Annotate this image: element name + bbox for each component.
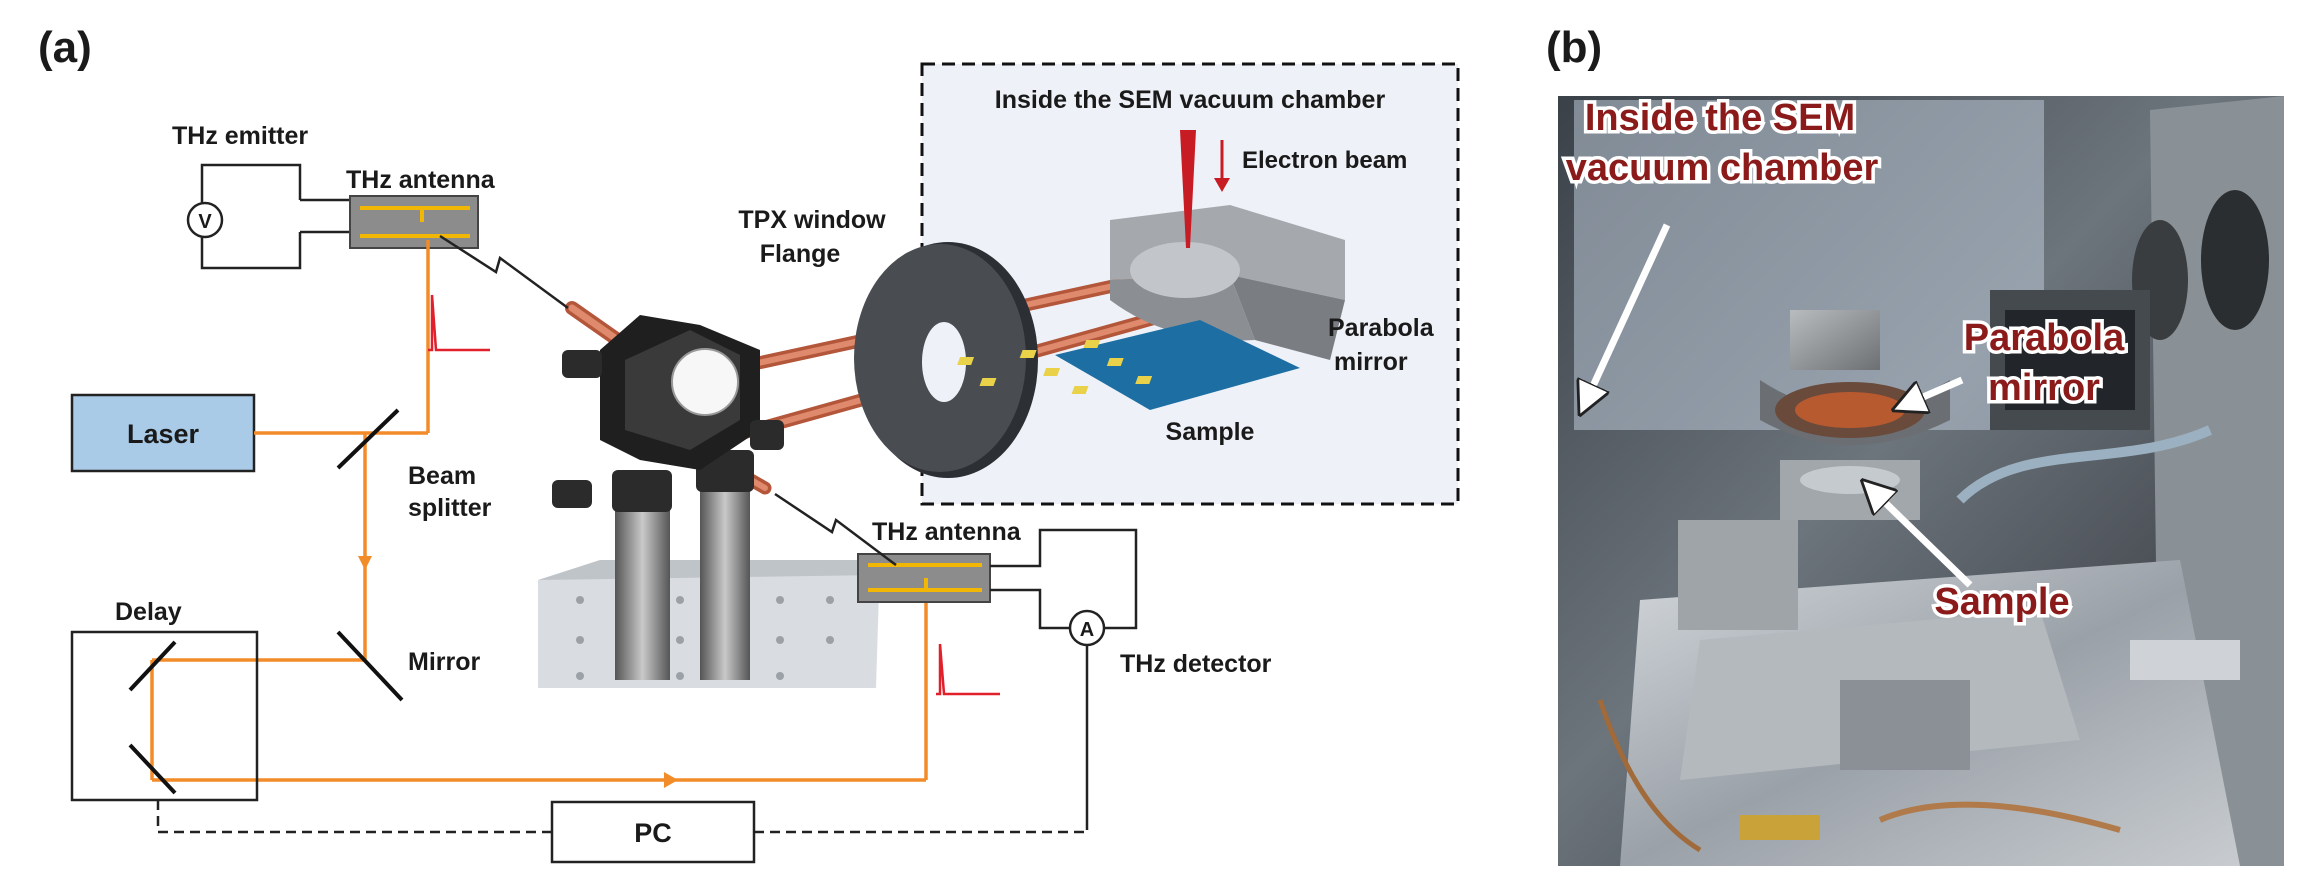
- laser-box: [70, 393, 256, 473]
- delay-box: [70, 630, 259, 802]
- tpx-window-label: TPX window: [738, 206, 886, 234]
- ammeter-label: A: [1080, 619, 1094, 641]
- thz-emitter-label: THz emitter: [172, 122, 308, 150]
- sem-chamber-photo: [1558, 96, 2284, 866]
- parabola-label-1: Parabola: [1328, 314, 1435, 342]
- thz-pulse-bottom: [936, 643, 1000, 696]
- sample-label: Sample: [1166, 418, 1255, 446]
- panel-b-letter: (b): [1546, 23, 1602, 72]
- flange-label: Flange: [760, 240, 841, 268]
- delay-mirror-top: [128, 640, 177, 692]
- photo-parabola-label-2: mirror: [1988, 367, 2100, 409]
- optical-paths: [150, 240, 928, 782]
- path-arrow-down: [358, 556, 372, 570]
- thz-antenna-bottom: [857, 553, 991, 603]
- thz-antenna-top-label: THz antenna: [346, 166, 496, 194]
- detector-circuit: [990, 528, 1138, 830]
- laser-label: Laser: [127, 419, 200, 449]
- voltmeter-label: V: [198, 211, 212, 233]
- electron-beam: [1180, 130, 1230, 248]
- voltmeter-symbol: [186, 201, 224, 239]
- beam-splitter-label-1: Beam: [408, 462, 476, 490]
- panel-a: (a) Inside the SEM vacuum chamber: [38, 23, 1460, 864]
- thz-emitter-circuit: [200, 163, 350, 270]
- delay-label: Delay: [115, 598, 182, 626]
- parabola-mirror-block: [1110, 205, 1345, 360]
- photo-parabola-label-1: Parabola: [1964, 317, 2125, 359]
- beam-splitter-label-2: splitter: [408, 494, 492, 522]
- photo-inside-label-2: vacuum chamber: [1566, 147, 1879, 189]
- thz-detector-label: THz detector: [1120, 650, 1272, 678]
- panel-b: (b): [1546, 23, 2284, 866]
- panel-a-letter: (a): [38, 23, 92, 72]
- mirror-label: Mirror: [408, 648, 481, 676]
- electron-beam-label: Electron beam: [1242, 147, 1407, 174]
- link-bottom: [774, 492, 897, 566]
- ammeter-symbol: [1068, 609, 1106, 647]
- link-top: [439, 234, 569, 310]
- photo-sample-label: Sample: [1934, 581, 2069, 623]
- tpx-window-flange: [854, 242, 1038, 478]
- beam-splitter-mirror: [336, 408, 400, 470]
- photo-inside-label-1: Inside the SEM: [1585, 97, 1855, 139]
- delay-mirror-bottom: [128, 743, 177, 795]
- pc-label: PC: [634, 818, 672, 848]
- thz-pulse-top: [428, 294, 490, 352]
- thz-antenna-bottom-label: THz antenna: [872, 518, 1022, 546]
- sample-chip: [957, 320, 1300, 410]
- mirror-element: [336, 630, 404, 702]
- path-arrow-right: [664, 772, 678, 788]
- mirror-mount: [552, 315, 784, 680]
- parabola-label-2: mirror: [1334, 348, 1408, 376]
- pc-link-left: [156, 800, 552, 834]
- inset-title: Inside the SEM vacuum chamber: [995, 86, 1386, 114]
- thz-antenna-top: [349, 195, 479, 249]
